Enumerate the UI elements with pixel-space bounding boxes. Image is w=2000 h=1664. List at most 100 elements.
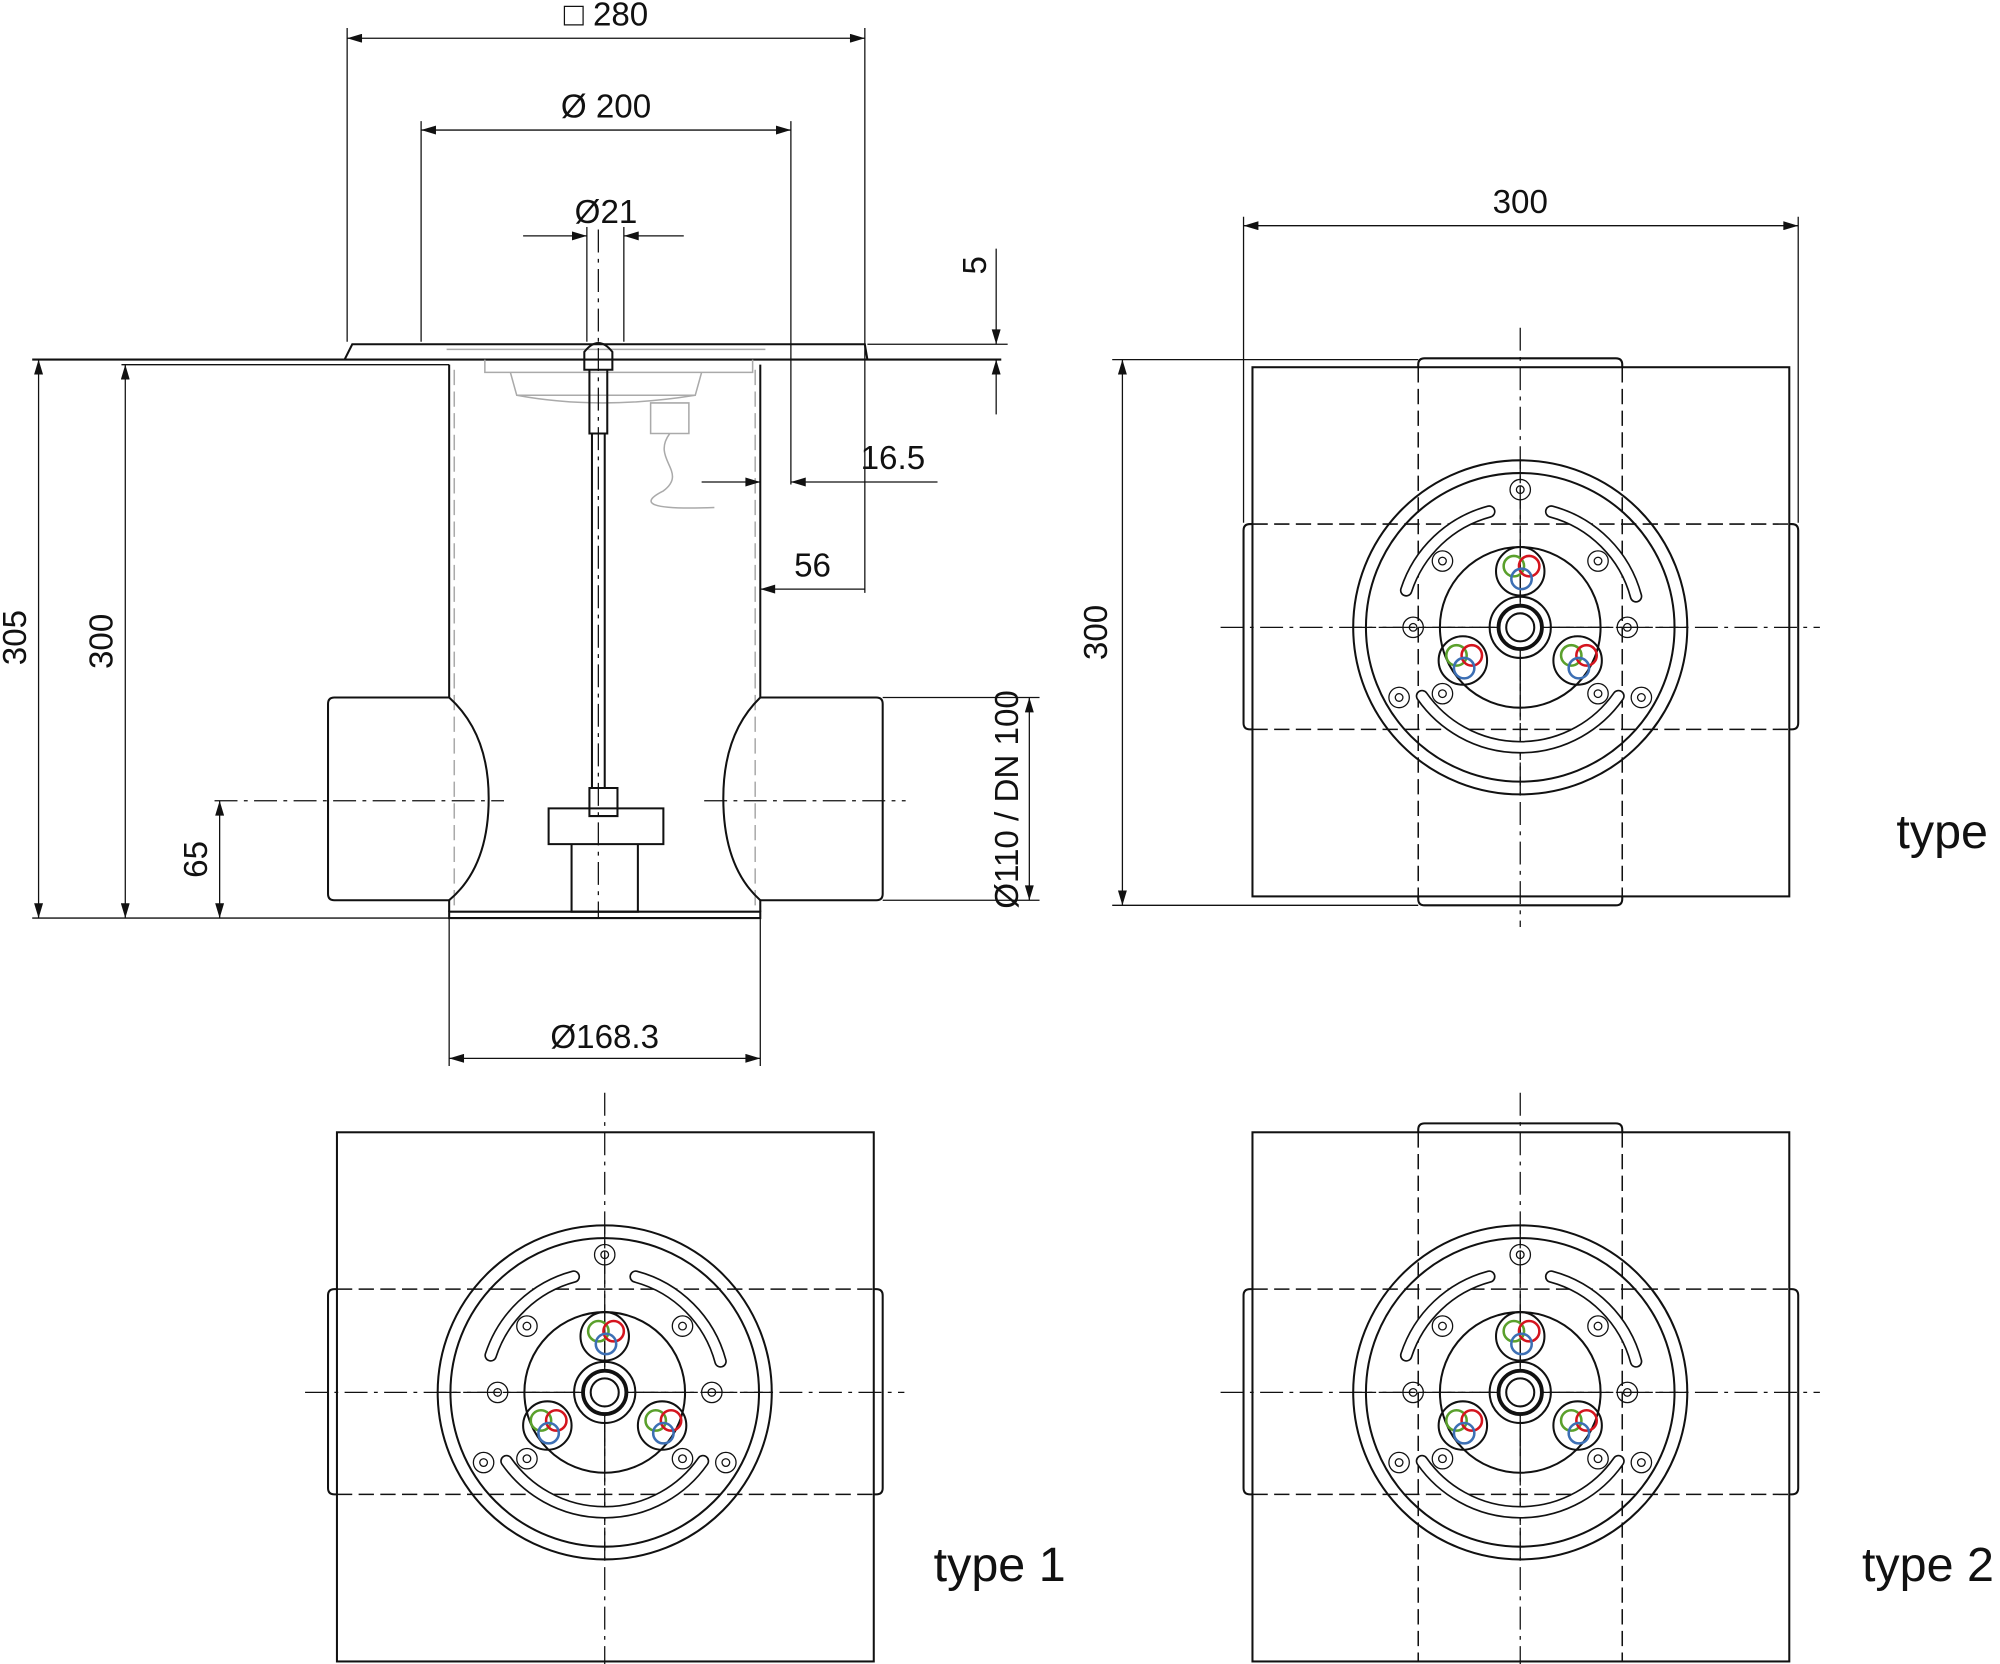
screw-hole — [671, 1447, 694, 1470]
led-cluster — [636, 1400, 688, 1451]
dim-label: 56 — [794, 547, 831, 584]
led-red — [1517, 1319, 1541, 1343]
led-cluster — [1437, 1400, 1489, 1451]
side-view: □ 280 Ø 200 Ø21 5 16.5 56 3 — [0, 0, 1040, 1066]
dim-box-depth: 300 — [1078, 358, 1419, 906]
led-cluster — [1494, 545, 1546, 597]
screw-hole — [715, 1451, 737, 1474]
dim-label: 300 — [1078, 605, 1115, 660]
screw-hole — [1587, 1315, 1609, 1337]
light-fitting — [446, 348, 766, 908]
top-view-type-3 — [1220, 327, 1820, 927]
dim-label: Ø 200 — [561, 88, 651, 125]
dim-bottom-diameter: Ø168.3 — [448, 918, 761, 1066]
top-view-type-2 — [1220, 1092, 1820, 1664]
screw-hole — [1587, 1447, 1609, 1470]
pipe-stub-right — [1789, 1288, 1800, 1496]
dim-pipe-axis-height: 65 — [178, 800, 225, 919]
dim-label: Ø110 / DN 100 — [989, 690, 1026, 909]
left-pipe — [327, 696, 451, 912]
led-red — [659, 1408, 683, 1432]
dim-total-height: 305 — [0, 359, 44, 919]
led-cluster — [522, 1400, 573, 1451]
led-green — [1559, 643, 1583, 667]
dim-label: 65 — [178, 841, 215, 878]
dim-pipe-diameter: Ø110 / DN 100 — [989, 690, 1034, 909]
led-cluster — [1494, 1311, 1546, 1362]
screw-hole — [1402, 616, 1424, 639]
dim-label: 300 — [84, 614, 121, 669]
screw-hole — [1431, 1447, 1454, 1470]
pipe-stub-right — [1789, 523, 1800, 731]
pipe-stub-left — [1242, 523, 1253, 731]
screw-hole — [1630, 686, 1653, 709]
screw-hole — [486, 1381, 509, 1404]
screw-hole — [1388, 1451, 1410, 1474]
led-green — [1445, 643, 1468, 667]
center-nozzle — [1488, 595, 1552, 659]
screw-hole — [1402, 1381, 1424, 1404]
screw-hole — [516, 1315, 538, 1337]
led-green — [644, 1408, 668, 1432]
led-red — [1575, 1408, 1599, 1432]
screw-hole — [472, 1451, 495, 1474]
screw-hole — [1616, 1381, 1639, 1404]
screw-hole — [1616, 616, 1639, 639]
led-blue — [1510, 1332, 1533, 1356]
screw-hole — [1388, 686, 1410, 709]
center-rod — [547, 229, 665, 919]
led-cluster — [1552, 1400, 1603, 1451]
screw-hole — [1431, 682, 1454, 705]
box-outline — [1251, 366, 1791, 898]
pipe-stub-left — [327, 1288, 337, 1496]
dim-label: Ø21 — [575, 194, 638, 231]
led-blue — [651, 1421, 675, 1445]
led-blue — [594, 1332, 618, 1356]
dim-rod-diameter: Ø21 — [523, 194, 684, 342]
led-red — [1517, 554, 1541, 578]
led-green — [1445, 1408, 1468, 1432]
led-red — [1460, 643, 1484, 667]
led-red — [1575, 643, 1599, 667]
screw-hole — [700, 1381, 723, 1404]
led-green — [529, 1408, 553, 1432]
type-3-label: type 3 — [1896, 805, 2000, 859]
led-cluster — [1552, 635, 1603, 686]
screw-hole — [1509, 478, 1532, 501]
dim-label: 5 — [957, 256, 994, 274]
screw-hole — [593, 1243, 616, 1266]
screw-hole — [1587, 682, 1609, 705]
pipe-stub-bottom — [1417, 896, 1624, 907]
led-cluster — [1437, 635, 1489, 686]
led-blue — [1567, 1421, 1591, 1445]
top-view-type-1 — [305, 1092, 905, 1664]
led-green — [1502, 554, 1526, 578]
led-red — [1460, 1408, 1484, 1432]
dim-label: Ø168.3 — [550, 1019, 659, 1056]
led-blue — [1452, 656, 1476, 680]
right-pipe — [759, 696, 884, 912]
screw-hole — [1431, 1315, 1454, 1337]
box-outline — [335, 1131, 875, 1663]
pipe-stub-right — [873, 1288, 884, 1496]
led-cluster — [579, 1311, 630, 1362]
box-outline — [1251, 1131, 1791, 1663]
led-red — [544, 1408, 568, 1432]
dim-label: □ 280 — [564, 0, 649, 34]
led-red — [602, 1319, 626, 1343]
led-green — [1559, 1408, 1583, 1432]
type-1-label: type 1 — [934, 1538, 1066, 1592]
type-2-label: type 2 — [1862, 1538, 1994, 1592]
dim-label: 300 — [1493, 184, 1548, 221]
led-green — [1502, 1319, 1526, 1343]
center-nozzle — [1488, 1360, 1552, 1425]
dim-flange-diameter: Ø 200 — [420, 88, 792, 485]
led-blue — [1452, 1421, 1476, 1445]
led-blue — [1567, 656, 1591, 680]
dim-label: 305 — [0, 610, 34, 665]
dim-body-height: 300 — [84, 364, 130, 919]
screw-hole — [671, 1315, 694, 1337]
center-nozzle — [573, 1360, 637, 1425]
screw-hole — [1509, 1243, 1532, 1266]
